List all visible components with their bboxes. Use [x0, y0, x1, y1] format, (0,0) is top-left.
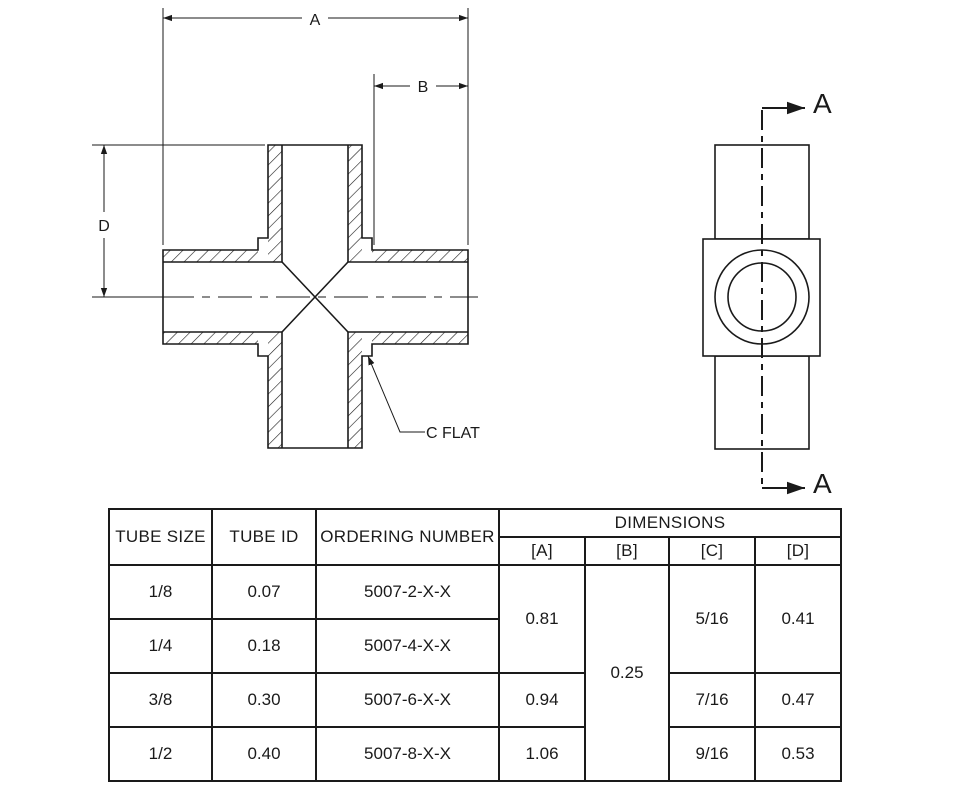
c-flat-label: C FLAT: [426, 425, 480, 442]
header-ordering-number: ORDERING NUMBER: [315, 508, 500, 566]
header-tube-size: TUBE SIZE: [108, 508, 213, 566]
table-row: 3/8 0.30 5007-6-X-X 0.94 7/16 0.47: [108, 672, 842, 728]
cell-tube-size: 1/2: [108, 726, 213, 782]
section-label-top: A: [813, 88, 832, 119]
cell-tube-size: 1/4: [108, 618, 213, 674]
cell-dim-c: 5/16: [668, 564, 756, 674]
header-tube-id: TUBE ID: [211, 508, 317, 566]
cell-ordering-number: 5007-4-X-X: [315, 618, 500, 674]
dim-d-label: D: [98, 218, 110, 235]
cell-dim-b: 0.25: [584, 564, 670, 782]
technical-drawing: A B D C FLAT A A: [92, 8, 832, 499]
dimensions-table: TUBE SIZE TUBE ID ORDERING NUMBER DIMENS…: [108, 508, 842, 782]
c-flat-leader: [367, 355, 425, 433]
cell-dim-d: 0.53: [754, 726, 842, 782]
header-dim-a: [A]: [498, 536, 586, 566]
section-label-bottom: A: [813, 468, 832, 499]
section-view: [160, 144, 478, 449]
cell-dim-d: 0.41: [754, 564, 842, 674]
cell-dim-a: 1.06: [498, 726, 586, 782]
cell-ordering-number: 5007-8-X-X: [315, 726, 500, 782]
body-outline: [162, 144, 469, 449]
cell-tube-id: 0.30: [211, 672, 317, 728]
cell-dim-a: 0.94: [498, 672, 586, 728]
side-view: [702, 101, 821, 495]
cell-ordering-number: 5007-6-X-X: [315, 672, 500, 728]
cell-dim-c: 9/16: [668, 726, 756, 782]
dimension-lines: [92, 8, 469, 433]
table-row: 1/4 0.18 5007-4-X-X: [108, 618, 841, 674]
cell-dim-a: 0.81: [498, 564, 586, 674]
cell-tube-id: 0.18: [211, 618, 317, 674]
header-dim-b: [B]: [584, 536, 670, 566]
header-dimensions: DIMENSIONS: [498, 508, 842, 538]
cell-tube-size: 3/8: [108, 672, 213, 728]
wall-hatching: [163, 145, 468, 448]
cell-tube-id: 0.40: [211, 726, 317, 782]
header-dim-d: [D]: [754, 536, 842, 566]
cell-tube-id: 0.07: [211, 564, 317, 620]
cell-ordering-number: 5007-2-X-X: [315, 564, 500, 620]
cell-tube-size: 1/8: [108, 564, 213, 620]
dim-b-label: B: [418, 79, 429, 96]
table-row: 1/2 0.40 5007-8-X-X 1.06 9/16 0.53: [108, 726, 842, 782]
cell-dim-d: 0.47: [754, 672, 842, 728]
table-row: 1/8 0.07 5007-2-X-X 0.81 0.25 5/16 0.41: [108, 564, 842, 782]
dim-a-label: A: [310, 12, 321, 29]
cell-dim-c: 7/16: [668, 672, 756, 728]
header-dim-c: [C]: [668, 536, 756, 566]
